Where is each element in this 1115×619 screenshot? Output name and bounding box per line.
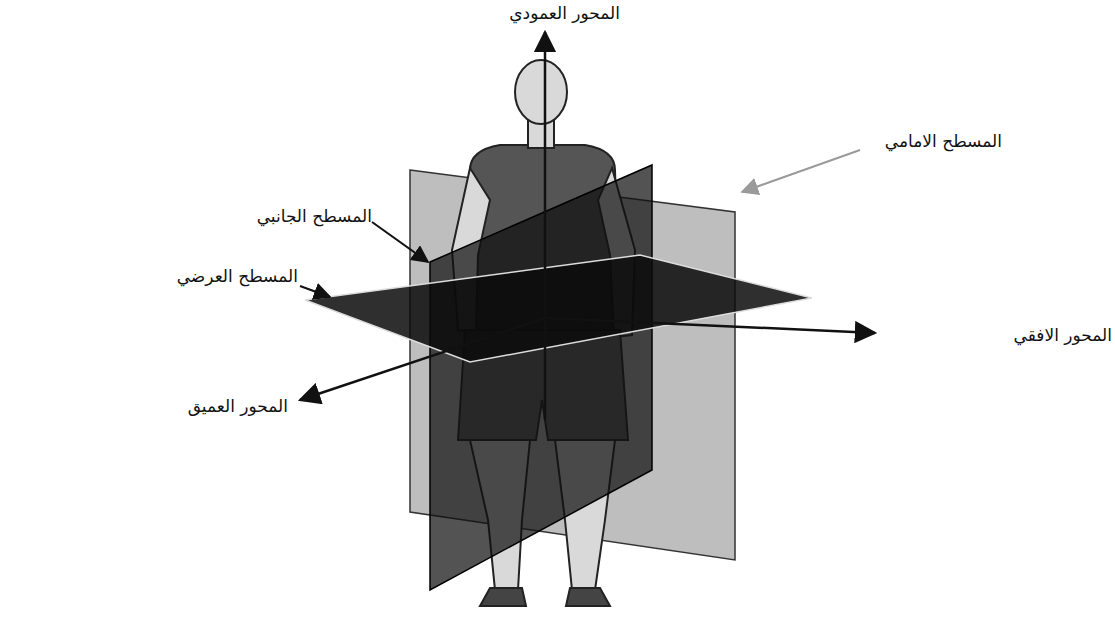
left-foot [480,588,526,606]
axis-label: المحور الافقي [1014,324,1112,346]
axis-label: المحور العمودي [509,2,620,24]
plane-label: المسطح الامامي [885,130,1002,152]
vertical-axis [544,32,547,420]
sagittal-plane [430,165,652,590]
leader-arrow [742,150,860,192]
head [515,60,567,124]
deep-axis [300,318,545,400]
leader-arrow [372,222,428,262]
leader-arrow [300,286,330,297]
right-foot [566,588,610,606]
plane-label: المسطح العرضي [177,265,298,287]
plane-label: المسطح الجانبي [257,205,372,227]
axis-label: المحور العميق [188,395,288,417]
horizontal-axis [545,318,875,333]
transverse-plane [305,255,812,362]
